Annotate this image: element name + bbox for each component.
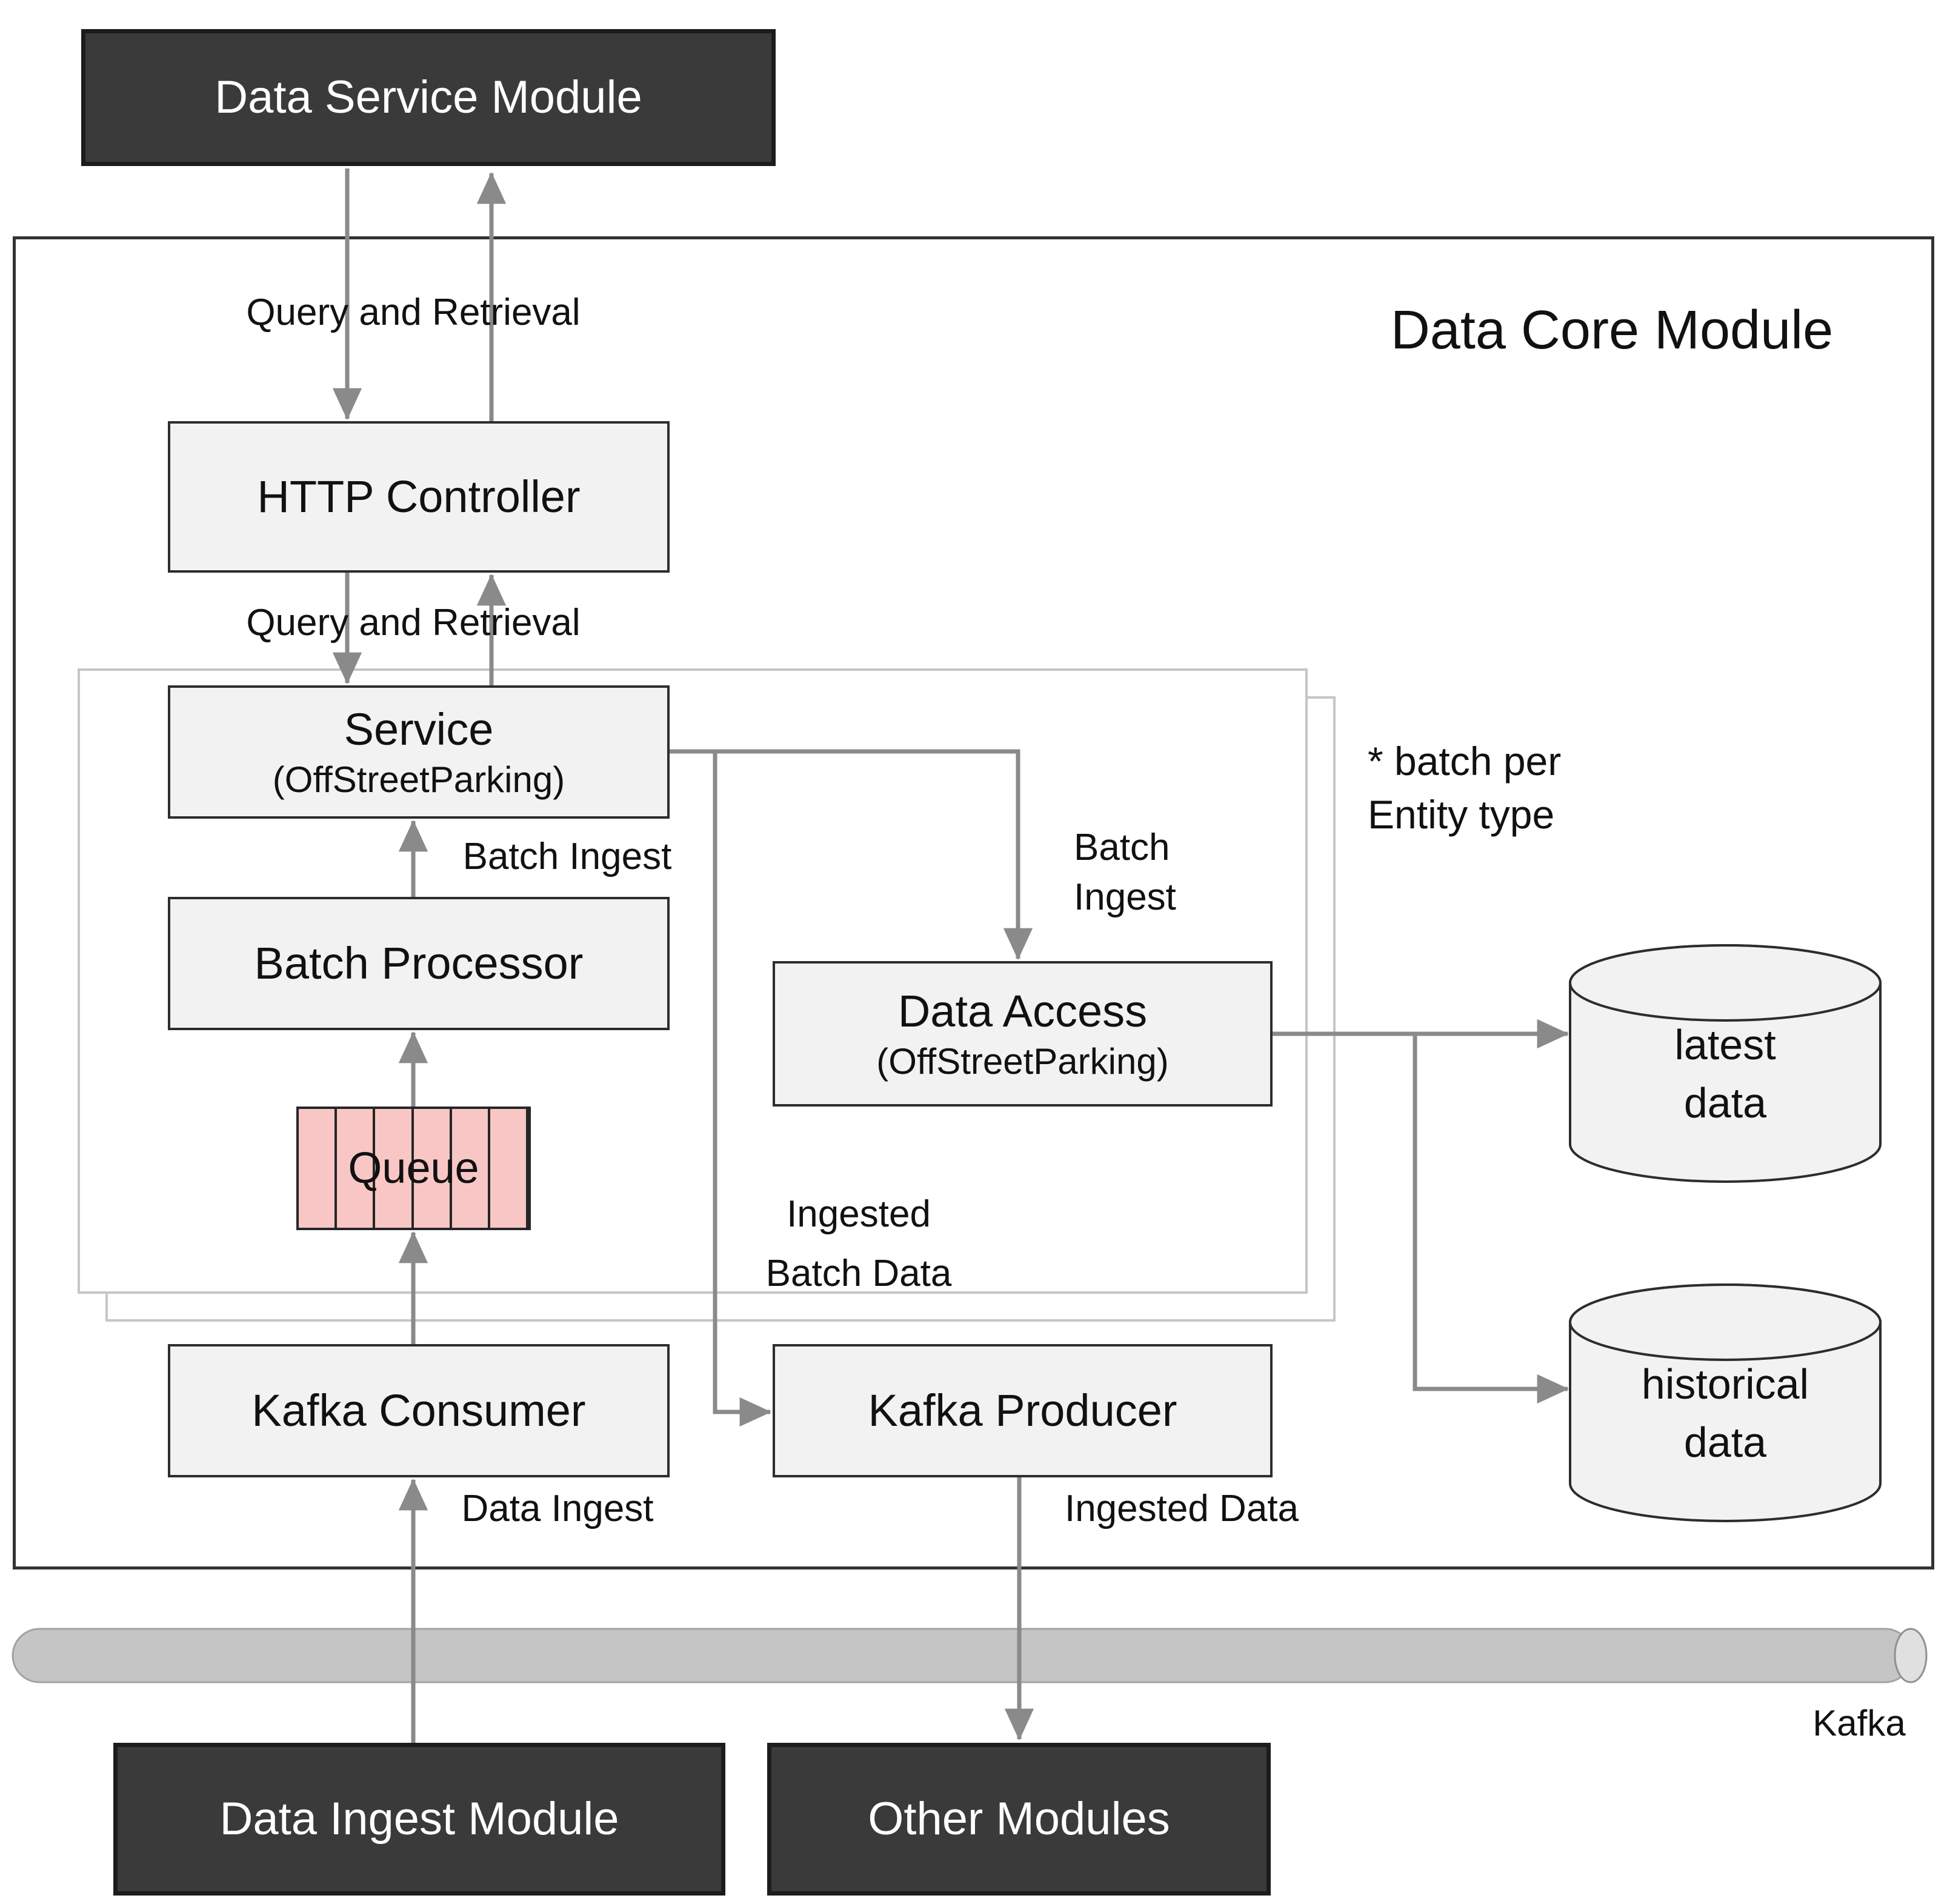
kafka-consumer-label: Kafka Consumer [251, 1385, 586, 1436]
queue-box: Queue [296, 1107, 531, 1230]
other-modules-label: Other Modules [868, 1793, 1170, 1845]
data-core-module-title: Data Core Module [1390, 300, 1834, 361]
latest-data-line1: latest [1674, 1021, 1776, 1068]
latest-data-cylinder [1569, 944, 1882, 1183]
data-ingest-label: Data Ingest [461, 1488, 654, 1530]
kafka-producer-label: Kafka Producer [868, 1385, 1177, 1436]
batch-ingest-label: Batch Ingest [462, 836, 672, 877]
batch-processor-label: Batch Processor [254, 938, 584, 988]
batch-per-entity-note: * batch per Entity type [1368, 734, 1561, 841]
batch-per-entity-note-line1: * batch per [1368, 739, 1562, 784]
arrow-service-to-dataaccess [670, 749, 1033, 960]
ingested-batch-data-line2: Batch Data [765, 1253, 952, 1294]
queue-cell [375, 1109, 414, 1228]
historical-data-line1: historical [1641, 1360, 1809, 1408]
queue-cell [490, 1109, 529, 1228]
arrow-service-to-kafkaproducer [713, 751, 772, 1427]
kafka-pipe-end-cap [1894, 1628, 1928, 1683]
query-retrieval-label-top: Query and Retrieval [246, 291, 581, 333]
batch-processor-box: Batch Processor [168, 897, 670, 1030]
data-ingest-module-box: Data Ingest Module [113, 1743, 725, 1896]
queue-cell [299, 1109, 338, 1228]
latest-data-store-label: latest data [1674, 1016, 1776, 1132]
queue-cell [414, 1109, 452, 1228]
http-controller-box: HTTP Controller [168, 421, 670, 573]
queue-label: Queue [348, 1144, 479, 1193]
batch-ingest-right-line1: Batch [1074, 827, 1170, 868]
batch-ingest-right-line2: Ingest [1074, 876, 1176, 918]
service-sublabel: (OffStreetParking) [272, 759, 565, 800]
data-access-label: Data Access [897, 986, 1148, 1036]
queue-cell [452, 1109, 490, 1228]
data-access-box: Data Access (OffStreetParking) [773, 961, 1273, 1107]
kafka-producer-box: Kafka Producer [773, 1344, 1273, 1477]
service-box: Service (OffStreetParking) [168, 685, 670, 819]
ingested-batch-data-label: Ingested Batch Data [766, 1185, 952, 1303]
data-service-module-label: Data Service Module [215, 72, 642, 123]
service-label: Service [344, 704, 494, 754]
http-controller-label: HTTP Controller [257, 471, 581, 522]
ingested-batch-data-line1: Ingested [787, 1193, 931, 1235]
queue-cell [337, 1109, 376, 1228]
query-retrieval-label-mid: Query and Retrieval [246, 602, 581, 644]
historical-data-cylinder [1569, 1283, 1882, 1522]
kafka-pipe [12, 1628, 1913, 1683]
data-core-module-boundary [13, 236, 1934, 1569]
data-ingest-module-label: Data Ingest Module [219, 1793, 619, 1845]
kafka-pipe-label: Kafka [1812, 1703, 1906, 1743]
latest-data-line2: data [1683, 1079, 1767, 1127]
ingested-data-label: Ingested Data [1064, 1488, 1299, 1530]
data-service-module-box: Data Service Module [81, 29, 776, 166]
kafka-consumer-box: Kafka Consumer [168, 1344, 670, 1477]
data-access-sublabel: (OffStreetParking) [876, 1041, 1169, 1082]
historical-data-line2: data [1683, 1419, 1767, 1466]
arrow-dataaccess-to-historical [1413, 1034, 1569, 1404]
other-modules-box: Other Modules [767, 1743, 1271, 1896]
historical-data-store-label: historical data [1642, 1355, 1809, 1471]
batch-per-entity-note-line2: Entity type [1368, 792, 1555, 837]
batch-ingest-label-right: Batch Ingest [1074, 823, 1176, 922]
